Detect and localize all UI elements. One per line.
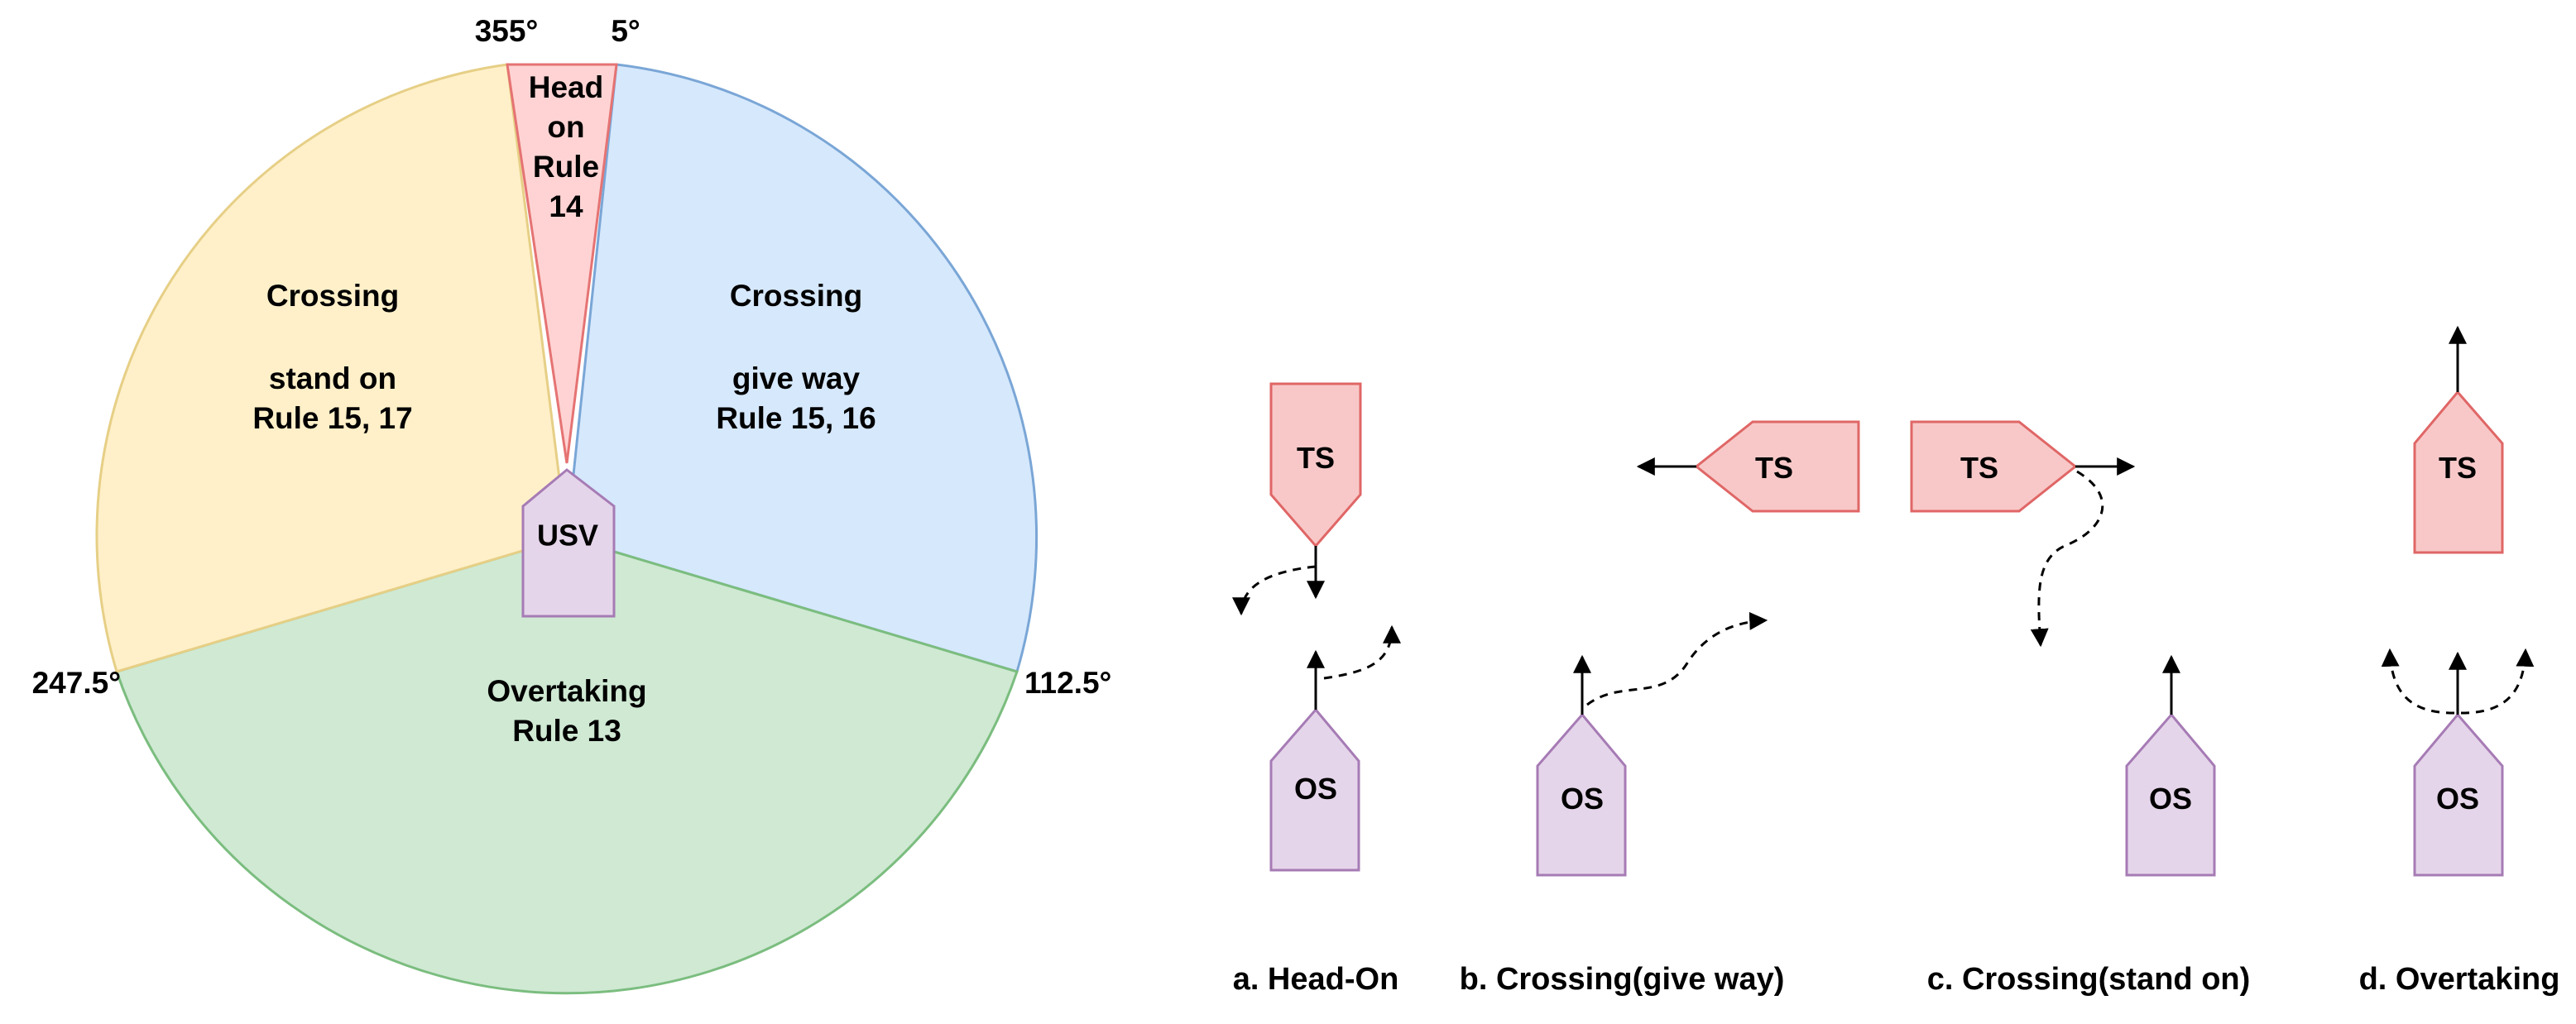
- caption-overtaking: d. Overtaking: [2359, 962, 2560, 997]
- angle-112-label: 112.5°: [1024, 666, 1111, 700]
- sector-pie: USV Head on Rule 14 Crossing give way Ru…: [32, 14, 1111, 995]
- caption-crossing-stand-on: c. Crossing(stand on): [1927, 962, 2251, 997]
- overtaking-line-2: Rule 13: [512, 714, 621, 748]
- angle-355-label: 355°: [475, 14, 539, 48]
- angle-5-label: 5°: [611, 14, 640, 48]
- sector-overtaking: [115, 536, 1019, 995]
- scenario-crossing-give-way: TS OS b. Crossing(give way): [1460, 420, 1860, 997]
- head-on-line-4: 14: [549, 189, 583, 223]
- give-way-line-1: Crossing: [730, 279, 862, 313]
- caption-crossing-give-way: b. Crossing(give way): [1460, 962, 1785, 997]
- scenario-crossing-stand-on: TS OS c. Crossing(stand on): [1910, 420, 2251, 997]
- stand-on-line-2: stand on: [269, 361, 396, 395]
- ts-maneuver-arrow-a: [1232, 565, 1317, 616]
- ts-label-a: TS: [1297, 441, 1335, 475]
- ts-label-c: TS: [1960, 451, 1998, 485]
- head-on-line-2: on: [547, 110, 584, 144]
- head-on-line-1: Head: [529, 70, 603, 104]
- overtaking-line-1: Overtaking: [487, 674, 646, 708]
- stand-on-line-1: Crossing: [266, 279, 399, 313]
- os-label-c: OS: [2149, 782, 2192, 816]
- os-label-b: OS: [1561, 782, 1604, 816]
- ts-vessel-d: [2413, 390, 2504, 554]
- angle-247-label: 247.5°: [32, 666, 121, 700]
- os-label-a: OS: [1294, 772, 1337, 806]
- os-vessel-c: [2125, 712, 2216, 877]
- os-vessel-a: [1269, 707, 1360, 872]
- scenario-head-on: TS OS a. Head-On: [1232, 382, 1401, 997]
- os-maneuver-arrow-starboard-d: [2460, 648, 2535, 715]
- sector-crossing-give-way: [565, 63, 1039, 673]
- ts-vessel-a: [1269, 382, 1362, 548]
- os-maneuver-arrow-a: [1323, 624, 1401, 680]
- sector-crossing-stand-on: [95, 63, 568, 673]
- os-vessel-d: [2413, 712, 2504, 877]
- give-way-line-2: give way: [732, 361, 861, 395]
- os-vessel-b: [1536, 712, 1627, 877]
- os-maneuver-arrow-port-d: [2381, 648, 2455, 715]
- ts-label-d: TS: [2439, 451, 2477, 485]
- ts-label-b: TS: [1755, 451, 1793, 485]
- stand-on-line-3: Rule 15, 17: [252, 401, 412, 435]
- ts-vessel-b: [1694, 420, 1860, 513]
- os-label-d: OS: [2436, 782, 2479, 816]
- ts-vessel-c: [1910, 420, 2078, 513]
- sector-head-on: [506, 63, 618, 464]
- ts-maneuver-arrow-c: [2030, 470, 2104, 648]
- give-way-line-3: Rule 15, 16: [716, 401, 875, 435]
- usv-vessel-shape: [521, 468, 616, 618]
- usv-label: USV: [537, 519, 598, 553]
- os-maneuver-arrow-b: [1586, 611, 1768, 706]
- scenario-overtaking: TS OS d. Overtaking: [2359, 325, 2560, 997]
- head-on-line-3: Rule: [533, 150, 599, 184]
- caption-head-on: a. Head-On: [1233, 962, 1399, 997]
- head-on-label: Head on Rule 14: [529, 70, 603, 223]
